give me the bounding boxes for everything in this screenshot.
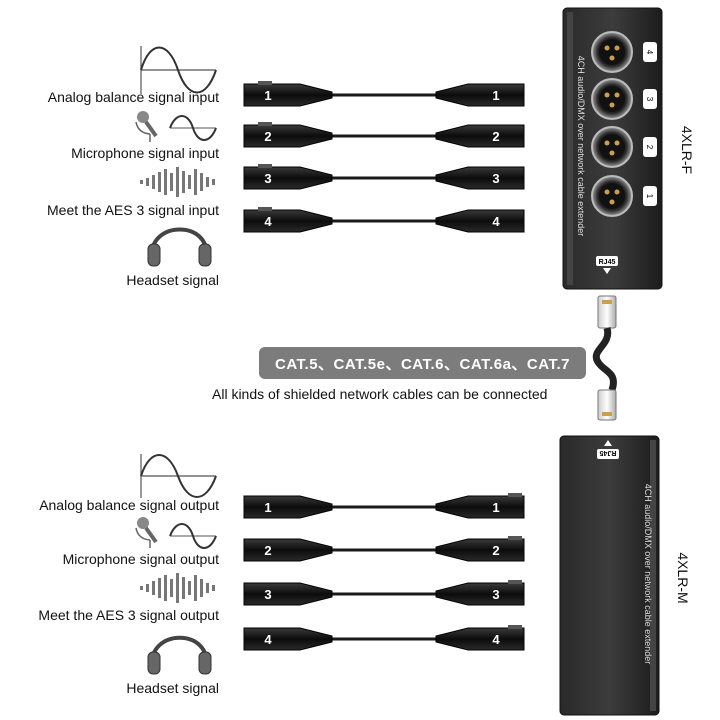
network-cable bbox=[592, 295, 617, 421]
cable-types-badge: CAT.5、CAT.5e、CAT.6、CAT.6a、CAT.7 bbox=[259, 347, 586, 379]
rj45-label-top: RJ45 bbox=[599, 259, 616, 266]
cable-number-left: 2 bbox=[264, 543, 271, 558]
cable-number-left: 3 bbox=[264, 171, 271, 186]
headphones-icon bbox=[147, 227, 212, 267]
port-number: 2 bbox=[645, 145, 654, 150]
model-label-bottom: 4XLR-M bbox=[675, 552, 691, 603]
extender-box-top: 4 3 2 1 4CH audio/DMX over network cable ex… bbox=[562, 7, 663, 290]
label-microphone-input: Microphone signal input bbox=[71, 145, 219, 161]
cable-number-left: 4 bbox=[264, 214, 272, 229]
port-number: 3 bbox=[645, 97, 654, 102]
headphones-icon bbox=[147, 635, 212, 675]
microphone-icon bbox=[135, 517, 217, 549]
xlr-female-jack: 3 bbox=[591, 78, 657, 120]
cable-number-left: 3 bbox=[264, 587, 271, 602]
cable-number-left: 1 bbox=[264, 88, 271, 103]
cable-number-right: 2 bbox=[492, 129, 499, 144]
xlr-female-jack: 1 bbox=[591, 175, 657, 217]
label-analog-input: Analog balance signal input bbox=[47, 89, 219, 105]
cable-number-right: 3 bbox=[492, 587, 499, 602]
cable-compat-note: All kinds of shielded network cables can… bbox=[212, 386, 548, 402]
cable-number-right: 1 bbox=[492, 500, 499, 515]
cable-number-right: 4 bbox=[492, 632, 500, 647]
label-microphone-output: Microphone signal output bbox=[62, 551, 219, 567]
sound-wave-icon bbox=[140, 573, 215, 603]
label-aes3-output: Meet the AES 3 signal output bbox=[38, 607, 219, 623]
extender-box-bottom: RJ45 4CH audio/DMX over network cable ex… bbox=[559, 435, 660, 716]
label-analog-output: Analog balance signal output bbox=[39, 497, 219, 513]
port-number: 4 bbox=[645, 50, 654, 55]
sine-wave-icon bbox=[140, 46, 217, 94]
cable-number-left: 2 bbox=[264, 129, 271, 144]
xlr-female-jack: 4 bbox=[591, 31, 657, 73]
microphone-icon bbox=[135, 111, 217, 142]
label-headset-top: Headset signal bbox=[126, 272, 219, 288]
cable-number-left: 1 bbox=[264, 500, 271, 515]
cable-number-right: 4 bbox=[492, 214, 500, 229]
box-bottom-description: 4CH audio/DMX over network cable extende… bbox=[643, 484, 653, 665]
rj45-label-bottom: RJ45 bbox=[600, 449, 617, 456]
cable-number-right: 3 bbox=[492, 171, 499, 186]
cable-number-right: 1 bbox=[492, 88, 499, 103]
label-headset-bottom: Headset signal bbox=[126, 680, 219, 696]
port-number: 1 bbox=[645, 194, 654, 199]
cable-number-right: 2 bbox=[492, 543, 499, 558]
sound-wave-icon bbox=[140, 167, 215, 197]
cable-number-left: 4 bbox=[264, 632, 272, 647]
sine-wave-icon bbox=[140, 454, 217, 498]
box-top-description: 4CH audio/DMX over network cable extende… bbox=[576, 56, 586, 237]
model-label-top: 4XLR-F bbox=[679, 126, 695, 174]
xlr-female-jack: 2 bbox=[591, 126, 657, 168]
label-aes3-input: Meet the AES 3 signal input bbox=[47, 202, 219, 218]
